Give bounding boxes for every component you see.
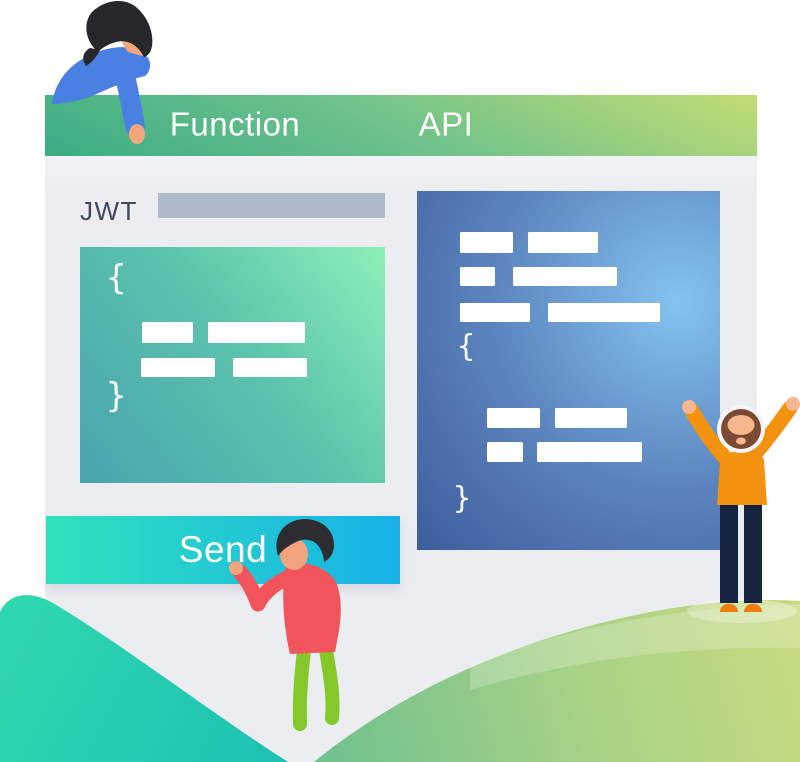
man-red-hair <box>276 519 334 562</box>
man-orange-arm <box>684 403 734 467</box>
man-red-hand <box>229 561 243 575</box>
response-code-panel[interactable]: {} <box>417 191 720 550</box>
code-line-bar <box>513 267 617 286</box>
man-red-arm <box>232 564 300 612</box>
close-brace-icon: } <box>453 481 472 516</box>
man-orange-face <box>727 415 755 435</box>
hill-light-patch <box>687 599 797 623</box>
code-line-bar <box>141 358 215 377</box>
man-orange-illustration <box>682 397 800 612</box>
man-orange-hand <box>682 400 696 414</box>
code-line-bar <box>555 408 627 428</box>
man-orange-torso <box>717 451 767 505</box>
code-line-bar <box>548 303 660 322</box>
tab-function[interactable]: Function <box>169 104 301 142</box>
woman-hair-lock <box>83 48 100 66</box>
man-red-leg <box>292 643 311 731</box>
open-brace-icon: { <box>106 258 127 298</box>
header-bar: Function API <box>45 95 757 156</box>
man-red-torso <box>283 562 341 654</box>
man-orange-leg <box>744 503 762 603</box>
request-code-panel[interactable]: {} <box>80 247 385 483</box>
man-orange-shoe <box>720 603 738 612</box>
man-orange-chin <box>736 437 746 445</box>
code-line-bar <box>487 442 523 462</box>
jwt-input[interactable] <box>158 193 385 218</box>
code-line-bar <box>233 358 307 377</box>
man-red-leg <box>319 643 340 725</box>
man-orange-arm <box>746 400 798 463</box>
woman-hand <box>129 124 145 144</box>
woman-illustration <box>52 0 153 144</box>
teal-wave <box>0 595 288 762</box>
woman-hair <box>86 0 153 58</box>
code-line-bar <box>487 408 540 428</box>
man-orange-hand <box>786 397 800 411</box>
man-orange-shoe <box>744 603 762 612</box>
tab-api[interactable]: API <box>418 104 474 142</box>
man-red-illustration <box>229 519 341 731</box>
jwt-label: JWT <box>80 196 138 226</box>
code-line-bar <box>460 232 513 253</box>
close-brace-icon: } <box>106 376 127 416</box>
code-line-bar <box>528 232 598 253</box>
code-line-bar <box>460 303 530 322</box>
code-line-bar <box>460 267 495 286</box>
send-button[interactable]: Send <box>46 516 400 584</box>
woman-arm <box>112 54 145 136</box>
code-line-bar <box>208 322 305 343</box>
open-brace-icon: { <box>457 329 476 364</box>
hill-highlight <box>470 604 800 690</box>
green-hill <box>314 599 800 762</box>
code-line-bar <box>142 322 193 343</box>
code-line-bar <box>537 442 642 462</box>
man-orange-leg <box>720 503 738 603</box>
